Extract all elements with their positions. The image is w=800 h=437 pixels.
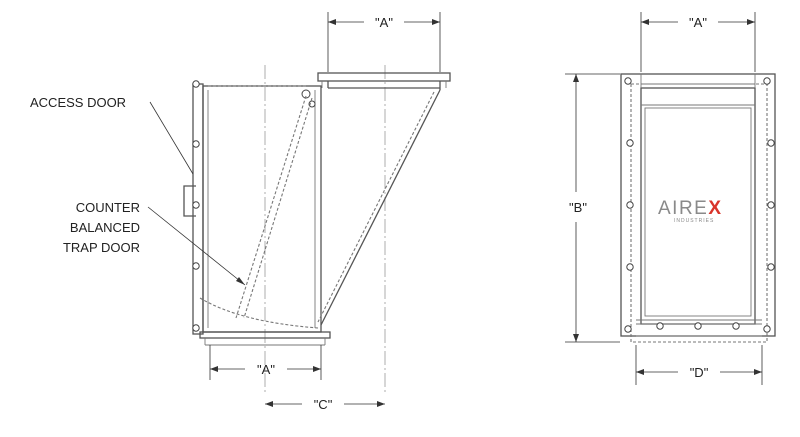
trap-door-swing-arc bbox=[199, 297, 319, 329]
logo-brand-text: AIRE bbox=[658, 198, 708, 219]
top-flange bbox=[317, 72, 451, 82]
side-view bbox=[147, 12, 451, 407]
counter-label-line2: BALANCED bbox=[70, 220, 140, 235]
side-bottom-a-dimension: "A" bbox=[257, 362, 275, 377]
svg-text:AIREX: AIREX bbox=[658, 198, 723, 219]
side-top-a-dimension: "A" bbox=[375, 15, 393, 30]
counter-label-line1: COUNTER bbox=[76, 200, 140, 215]
front-d-dimension: "D" bbox=[690, 365, 709, 380]
side-c-dimension: "C" bbox=[314, 397, 333, 412]
access-door-label: ACCESS DOOR bbox=[30, 95, 126, 110]
trap-door-leader bbox=[147, 206, 246, 286]
door-bolts bbox=[192, 80, 200, 332]
access-door bbox=[192, 83, 204, 335]
front-view bbox=[565, 12, 776, 385]
trap-door bbox=[235, 95, 307, 319]
bottom-flange bbox=[199, 331, 331, 339]
door-handle bbox=[183, 185, 196, 217]
airex-logo: AIREX INDUSTRIES bbox=[658, 198, 723, 224]
front-b-dimension: "B" bbox=[569, 200, 587, 215]
front-bolts bbox=[624, 77, 775, 333]
diagonal-chute bbox=[320, 89, 441, 326]
side-body bbox=[202, 85, 322, 333]
trap-door-hinge bbox=[301, 89, 311, 99]
access-door-leader bbox=[149, 101, 194, 175]
front-top-a-dimension: "A" bbox=[689, 15, 707, 30]
logo-brand-x: X bbox=[708, 198, 722, 219]
counter-label-line3: TRAP DOOR bbox=[63, 240, 140, 255]
logo-tagline: INDUSTRIES bbox=[674, 218, 714, 224]
